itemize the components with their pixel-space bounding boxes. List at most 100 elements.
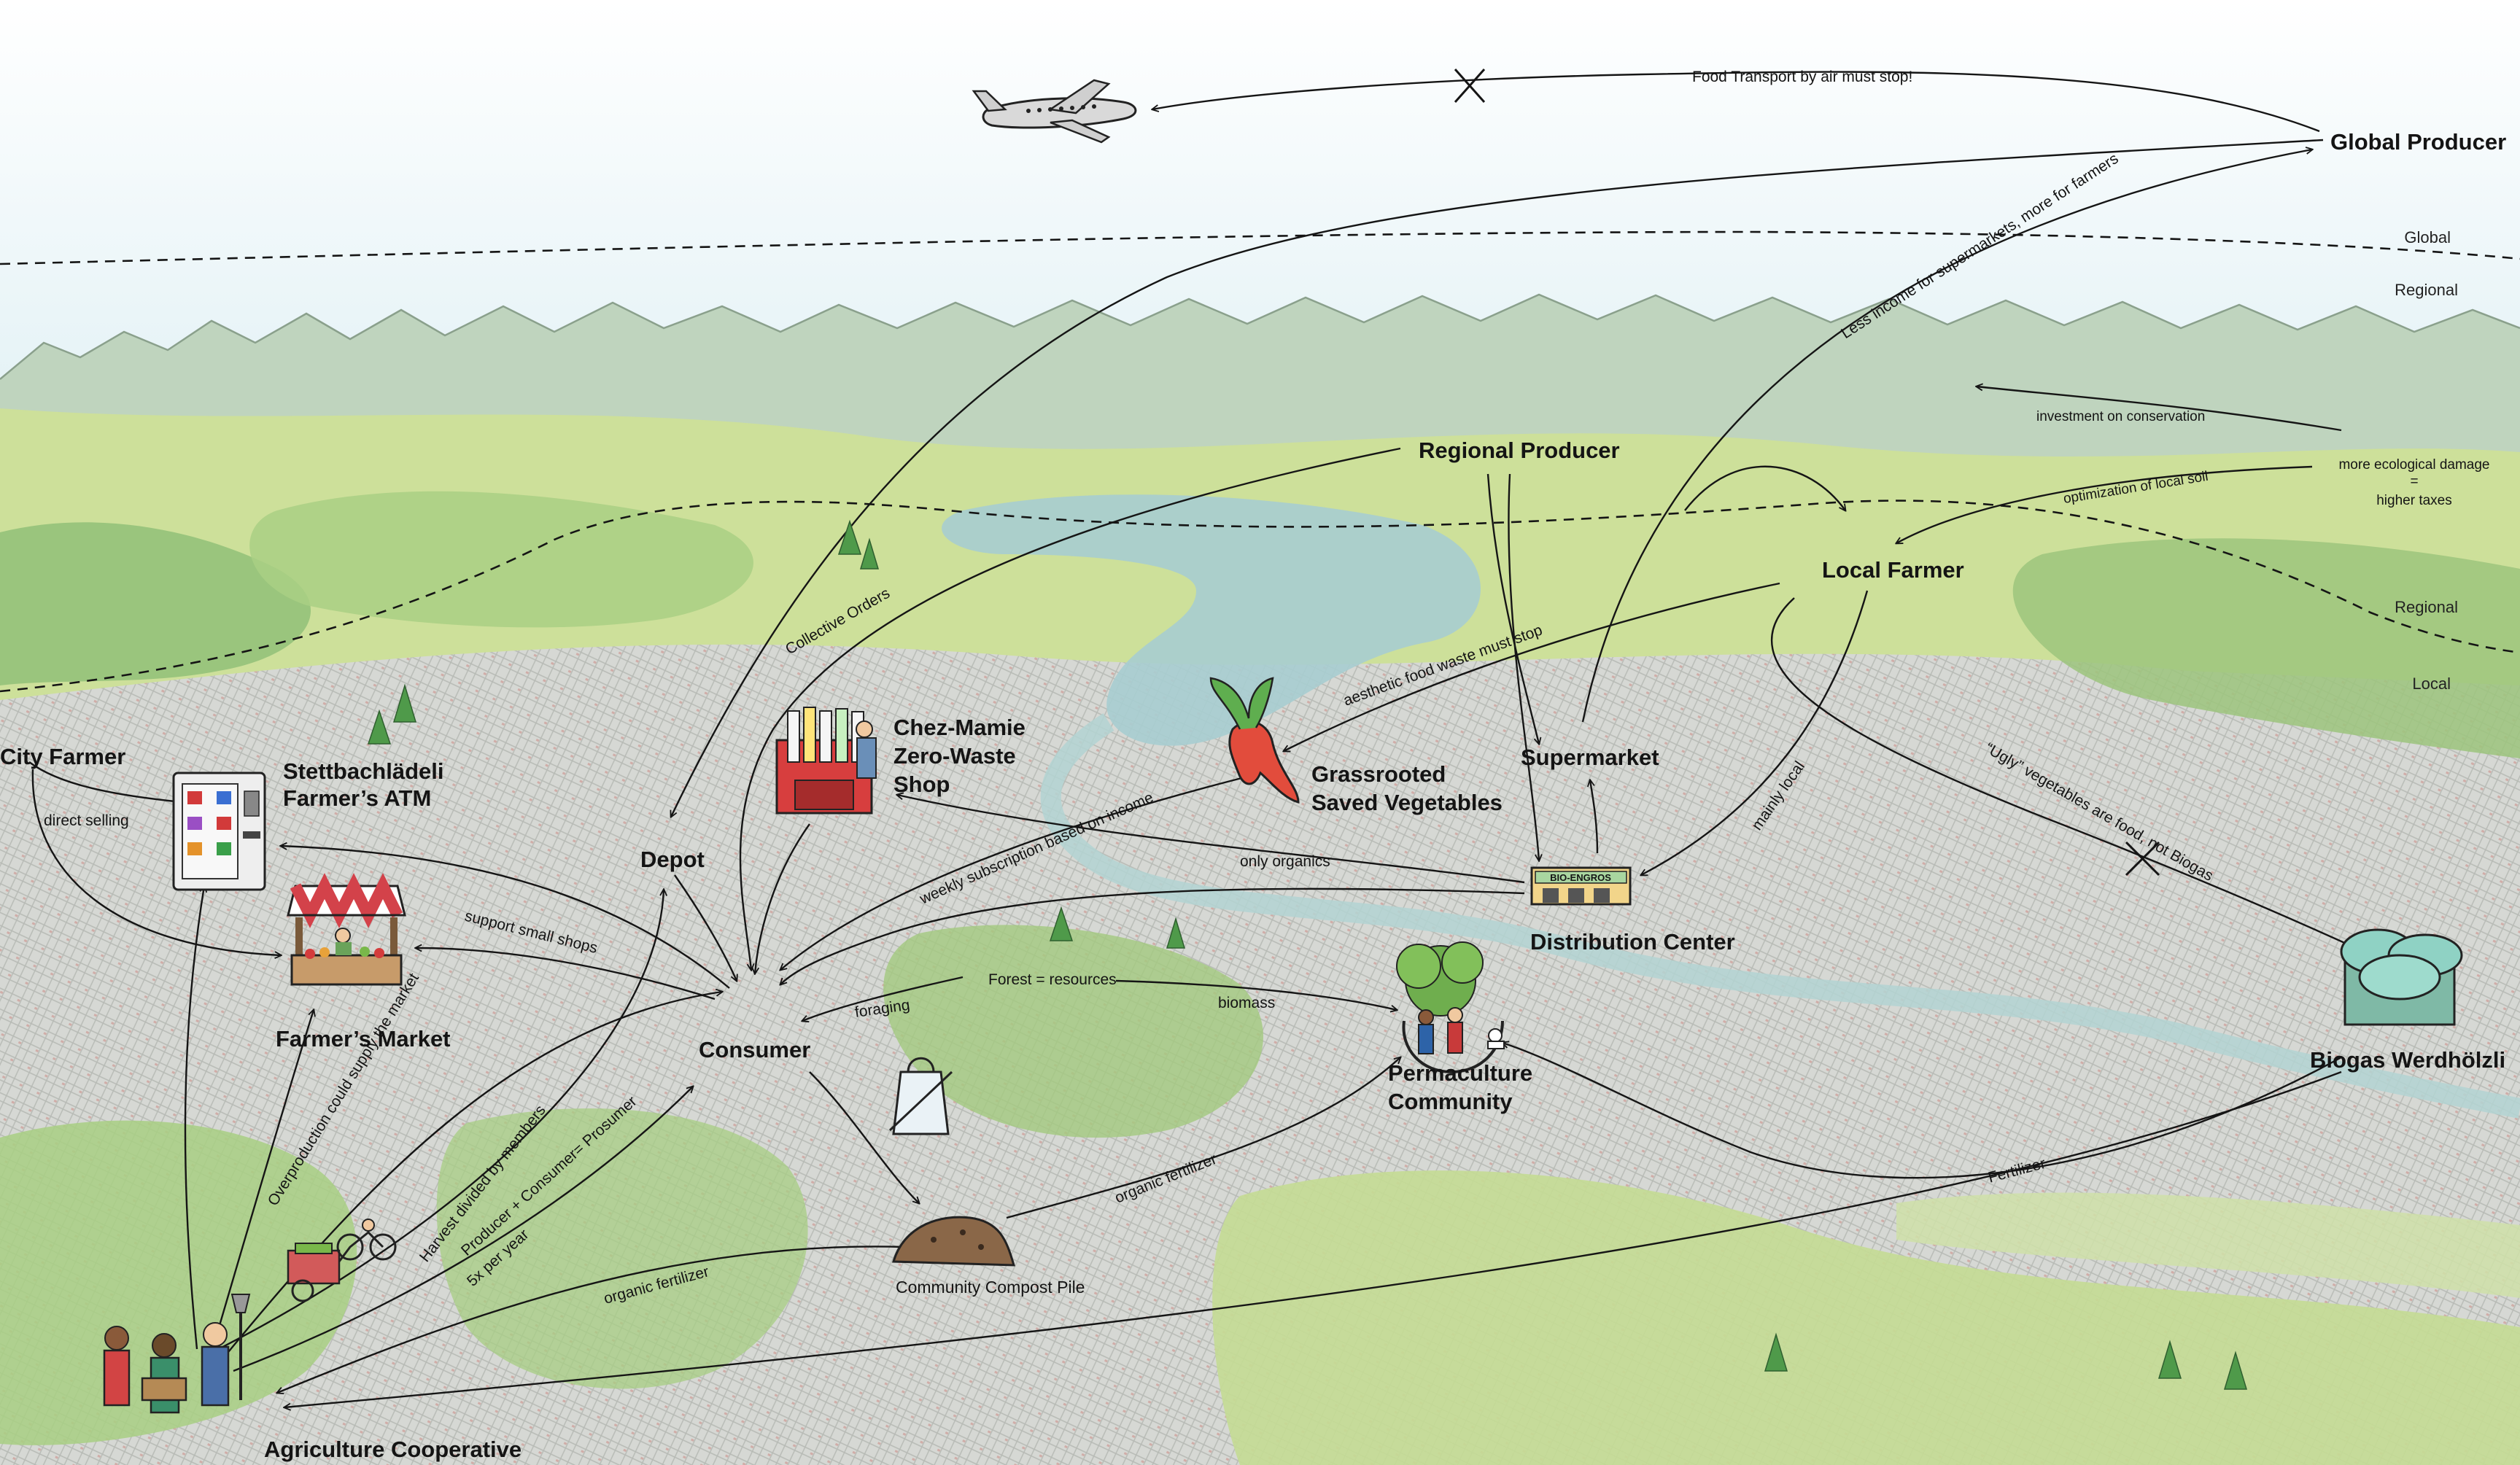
arrow-local-to-distribution xyxy=(1641,590,1869,875)
label-city-farmer: City Farmer xyxy=(0,744,125,769)
label-global-producer: Global Producer xyxy=(2330,129,2506,155)
label-supermarket: Supermarket xyxy=(1521,745,1659,770)
arrow-distribution-to-supermarket xyxy=(1590,780,1599,854)
edge-label-damage-line1: more ecological damage xyxy=(2338,457,2489,473)
zone-label-regional-mid: Regional xyxy=(2395,598,2458,616)
global-regional-divider xyxy=(0,230,2520,265)
label-agriculture-cooperative: Agriculture Cooperative xyxy=(264,1437,522,1462)
label-distribution-center: Distribution Center xyxy=(1530,929,1735,955)
arrow-regional-to-supermarket xyxy=(1486,473,1539,744)
stop-mark-ugly xyxy=(2125,841,2160,877)
label-compost-pile: Community Compost Pile xyxy=(896,1278,1085,1297)
arrow-supermarket-to-global xyxy=(1581,149,2312,723)
label-saved-veg-line2: Saved Vegetables xyxy=(1311,790,1503,815)
stop-mark-air xyxy=(1454,69,1486,103)
park-bottom-center xyxy=(436,1108,808,1389)
label-permaculture-line1: Permaculture xyxy=(1388,1060,1532,1086)
label-farmers-market: Farmer’s Market xyxy=(276,1026,451,1052)
label-local-farmer: Local Farmer xyxy=(1822,557,1964,583)
label-biogas: Biogas Werdhölzli xyxy=(2310,1047,2505,1073)
park-bottom-left xyxy=(0,1120,357,1445)
zone-label-global: Global xyxy=(2404,228,2451,246)
arrow-city-farmer-to-market xyxy=(31,769,281,955)
label-stettbach-line2: Farmer’s ATM xyxy=(283,785,431,811)
illustrations: BIO-ENGROS xyxy=(103,79,2463,1414)
label-permaculture-line2: Community xyxy=(1388,1089,1513,1114)
park-bottom-right xyxy=(1212,1170,2520,1465)
arrow-distribution-to-consumer xyxy=(780,887,1525,984)
arrow-global-to-depot xyxy=(671,139,2324,817)
arrow-biogas-to-coop xyxy=(284,1070,2342,1407)
zero-waste-shop-icon xyxy=(775,707,877,815)
edge-label-damage-eq: = xyxy=(2410,474,2418,489)
arrow-forest-to-consumer xyxy=(802,976,964,1021)
arrow-city-farmer-to-atm xyxy=(28,761,182,802)
regional-local-divider xyxy=(0,500,2520,693)
arrow-consumer-to-compost xyxy=(809,1071,919,1203)
edge-label-air-transport: Food Transport by air must stop! xyxy=(1692,69,1912,85)
market-stall-icon xyxy=(287,873,406,986)
mountain-snow-line xyxy=(0,293,2520,380)
label-chez-mamie-line1: Chez-Mamie xyxy=(893,715,1026,740)
flow-arrows xyxy=(28,69,2356,1407)
edge-label-biomass: biomass xyxy=(1218,995,1275,1011)
arrow-air-transport xyxy=(1152,71,2320,133)
arrow-local-to-saved-vegetables xyxy=(1284,582,1780,751)
arrow-coop-to-atm xyxy=(184,886,204,1350)
label-saved-veg-line1: Grassrooted xyxy=(1311,761,1446,787)
hill-right-low xyxy=(1896,1192,2520,1298)
forest-center xyxy=(883,925,1263,1138)
arrow-compost-to-coop xyxy=(277,1246,905,1393)
cooperative-people-icon xyxy=(103,1294,251,1414)
tree-icons xyxy=(367,519,2248,1390)
permaculture-community-icon xyxy=(1396,941,1505,1074)
label-depot: Depot xyxy=(640,847,705,872)
label-regional-producer: Regional Producer xyxy=(1419,438,1620,463)
arrow-local-to-biogas xyxy=(1770,597,2356,948)
vending-machine-icon xyxy=(172,772,266,891)
node-labels: Global Producer Regional Producer Local … xyxy=(0,129,2506,1462)
arrow-regional-to-distribution xyxy=(1508,473,1539,860)
label-chez-mamie-line3: Shop xyxy=(893,772,950,797)
compost-pile-icon xyxy=(892,1216,1016,1267)
distribution-sign: BIO-ENGROS xyxy=(1550,872,1611,883)
zone-label-local: Local xyxy=(2412,675,2451,693)
edge-label-only-organics: only organics xyxy=(1240,853,1330,870)
arrow-regional-to-consumer xyxy=(739,447,1401,970)
carrot-icon xyxy=(1209,677,1300,804)
arrow-soil-to-local-farmer xyxy=(1896,465,2313,543)
label-chez-mamie-line2: Zero-Waste xyxy=(893,743,1016,769)
arrow-consumer-to-market xyxy=(416,948,716,1000)
arrow-forest-to-permaculture xyxy=(1115,979,1397,1010)
arrow-coop-overproduction xyxy=(210,1010,314,1353)
edge-label-damage-line2: higher taxes xyxy=(2376,493,2452,508)
arrow-investment-conservation xyxy=(1977,386,2342,432)
arrow-chez-mamie-to-consumer xyxy=(755,823,810,974)
edge-label-forest: Forest = resources xyxy=(988,971,1117,988)
label-consumer: Consumer xyxy=(699,1037,810,1062)
forest-right xyxy=(2012,538,2520,758)
arrow-saved-vegetables-to-consumer xyxy=(780,772,1263,970)
distribution-center-icon: BIO-ENGROS xyxy=(1530,866,1632,906)
forest-left xyxy=(0,522,311,685)
arrow-depot-to-consumer xyxy=(674,874,737,981)
airplane-icon xyxy=(972,79,1137,144)
cargo-bike-icon xyxy=(287,1219,397,1302)
forest-hills-left xyxy=(249,491,753,628)
arrow-compost-to-permaculture xyxy=(1006,1057,1400,1219)
no-plastic-bag-icon xyxy=(888,1057,953,1135)
arrow-distribution-to-chez-mamie xyxy=(897,795,1525,884)
arrow-biogas-to-permaculture xyxy=(1503,1043,2342,1179)
river xyxy=(1040,713,2520,1119)
zone-label-regional-top: Regional xyxy=(2395,281,2458,299)
label-stettbach-line1: Stettbachlädeli xyxy=(283,758,444,784)
zone-dividers: Global Regional Regional Local xyxy=(0,228,2520,693)
arrow-consumer-to-atm xyxy=(281,846,730,989)
arrow-prosumer xyxy=(233,1087,693,1372)
arrow-regional-to-local xyxy=(1684,465,1845,510)
edge-label-direct-selling: direct selling xyxy=(44,812,129,829)
biogas-plant-icon xyxy=(2340,928,2463,1026)
